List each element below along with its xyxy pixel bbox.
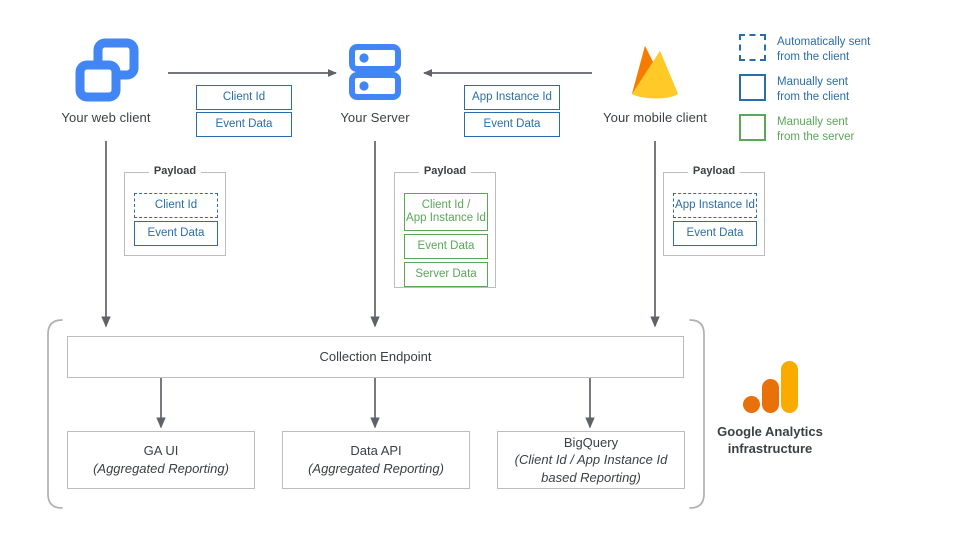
infrastructure-bracket-left [47,319,63,509]
payload-mobile-title: Payload [687,165,741,177]
firebase-flame-icon [620,36,690,106]
legend-swatch-dashed-blue [739,34,766,61]
transport-chip-web-client-id: Client Id [196,85,292,110]
legend-label-automatic-line2: from the client [777,51,850,64]
output-bigquery-subtitle: (Client Id / App Instance Id [514,452,668,468]
output-box-bigquery: BigQuery (Client Id / App Instance Id ba… [497,431,685,489]
server-rack-icon [349,44,401,100]
payload-server-item-client-or-app-instance-id: Client Id / App Instance Id [404,193,488,231]
legend-swatch-solid-blue [739,74,766,101]
payload-server-title: Payload [418,165,472,177]
legend-label-automatic-line1: Automatically sent [777,36,871,48]
payload-web-item-event-data: Event Data [134,221,218,246]
ga-infrastructure-label: Google Analytics infrastructure [680,424,860,458]
ga-infrastructure-label-line1: Google Analytics [717,424,823,439]
payload-server-item-server-data: Server Data [404,262,488,287]
infrastructure-bracket-right [689,319,705,509]
output-data-api-title: Data API [350,443,402,459]
output-bigquery-title: BigQuery [563,434,619,450]
output-data-api-subtitle: (Aggregated Reporting) [308,461,444,476]
payload-server-item-event-data: Event Data [404,234,488,259]
payload-mobile-item-event-data: Event Data [673,221,757,246]
legend-label-manual-server-line2: from the server [777,131,855,144]
payload-mobile-item-app-instance-id: App Instance Id [673,193,757,218]
output-box-ga-ui: GA UI (Aggregated Reporting) [67,431,255,489]
legend-label-automatic: Automatically sent from the client [777,34,870,65]
legend-label-manual-server: Manually sent from the server [777,114,854,145]
legend-label-manual-client: Manually sent from the client [777,74,849,105]
legend-item-manually-sent-from-client: Manually sent from the client [739,74,849,105]
payload-web-item-client-id: Client Id [134,193,218,218]
payload-web: Payload Client Id Event Data [124,165,226,256]
payload-mobile: Payload App Instance Id Event Data [663,165,765,256]
output-box-data-api: Data API (Aggregated Reporting) [282,431,470,489]
collection-endpoint-label: Collection Endpoint [319,349,432,365]
legend-item-automatically-sent-from-client: Automatically sent from the client [739,34,870,65]
output-ga-ui-subtitle: (Aggregated Reporting) [93,461,229,476]
legend-item-manually-sent-from-server: Manually sent from the server [739,114,854,145]
collection-endpoint-box: Collection Endpoint [67,336,684,378]
transport-chip-web-event-data: Event Data [196,112,292,137]
transport-chip-mobile-event-data: Event Data [464,112,560,137]
legend-label-manual-client-line1: Manually sent [777,76,848,88]
legend-swatch-solid-green [739,114,766,141]
output-bigquery-subtitle-2: based Reporting) [541,469,641,485]
mobile-client-label: Your mobile client [603,110,707,125]
payload-server: Payload Client Id / App Instance Id Even… [394,165,496,288]
output-ga-ui-title: GA UI [143,443,179,459]
legend-label-manual-server-line1: Manually sent [777,116,848,128]
legend-label-manual-client-line2: from the client [777,91,850,104]
payload-web-title: Payload [148,165,202,177]
transport-chip-mobile-app-instance-id: App Instance Id [464,85,560,110]
google-analytics-bars-icon [741,359,801,419]
ga-infrastructure-label-line2: infrastructure [727,440,813,456]
browser-windows-icon [74,37,140,103]
server-label: Your Server [340,110,410,125]
web-client-label: Your web client [61,110,151,125]
